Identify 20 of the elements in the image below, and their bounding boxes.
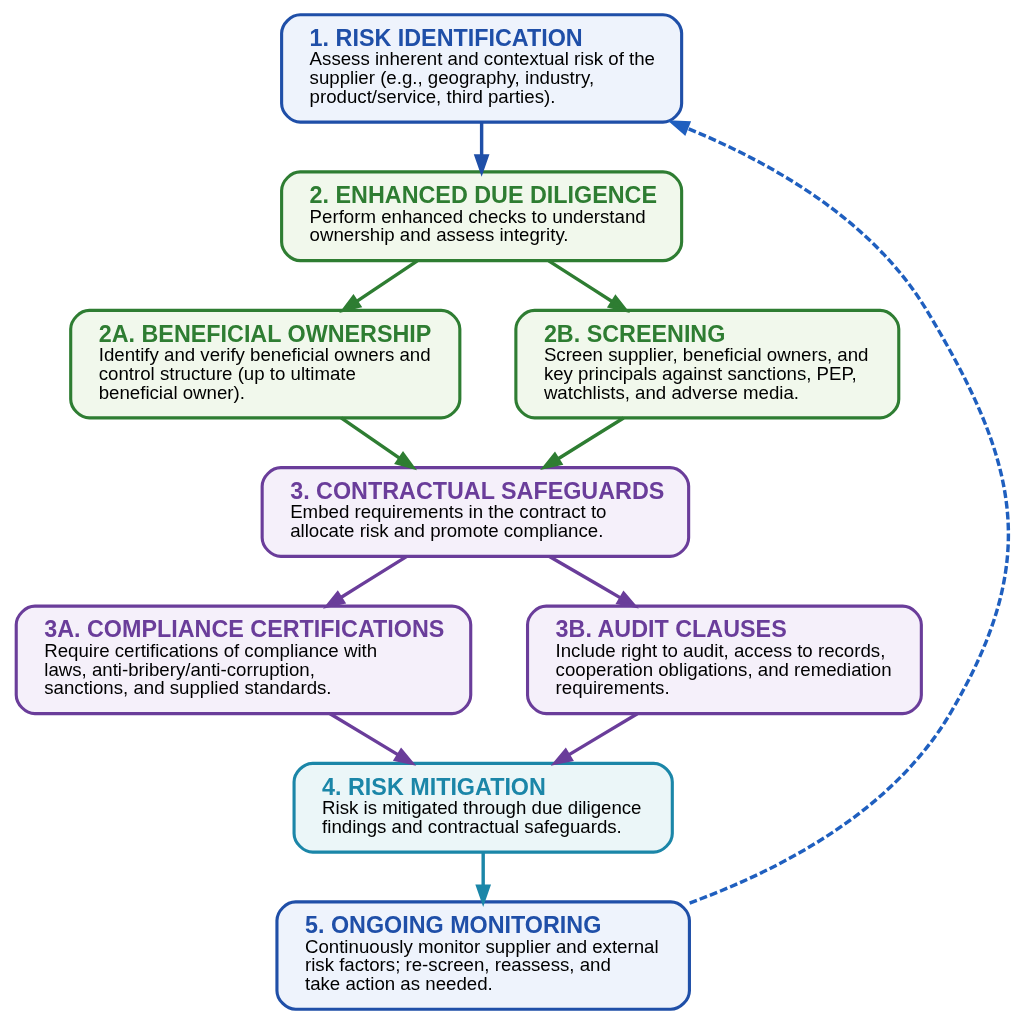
node-box: 3B. AUDIT CLAUSES Include right to audit, access to records, cooperation obligations, and remediation requirements. [525, 604, 923, 716]
arrow [550, 712, 638, 766]
node-box: 1. RISK IDENTIFICATION Assess inherent and contextual risk of the supplier (e.g., geography, industry, product/service, third parties). [279, 13, 683, 124]
arrow [666, 120, 1010, 905]
arrow [338, 259, 418, 314]
arrow [539, 416, 624, 471]
arrow [474, 852, 491, 907]
arrow [548, 555, 639, 609]
node-box: 2A. BENEFICIAL OWNERSHIP Identify and verify beneficial owners and control structure (up to ultimate beneficial owner). [68, 308, 461, 420]
node-box: 5. ONGOING MONITORING Continuously monitor supplier and external risk factors; re-screen, reassess, and take action as needed. [274, 900, 691, 1011]
node-box: 4. RISK MITIGATION Risk is mitigated through due diligence findings and contractual safeguards. [292, 761, 674, 854]
arrow [339, 416, 417, 471]
arrow [547, 259, 630, 314]
node-box: 3. CONTRACTUAL SAFEGUARDS Embed requirements in the contract to allocate risk and promote compliance. [260, 466, 690, 558]
arrow [473, 122, 489, 177]
arrow [322, 555, 407, 609]
node-box: 3A. COMPLIANCE CERTIFICATIONS Require certifications of compliance with laws, anti-bribery/anti-corruption, sanctions, and supplied standards. [14, 604, 472, 716]
node-box: 2B. SCREENING Screen supplier, beneficial owners, and key principals against sanctions, PEP, watchlists, and adverse media. [513, 308, 900, 420]
node-box: 2. ENHANCED DUE DILIGENCE Perform enhanced checks to understand ownership and assess integrity. [279, 170, 683, 263]
arrow [328, 712, 416, 766]
